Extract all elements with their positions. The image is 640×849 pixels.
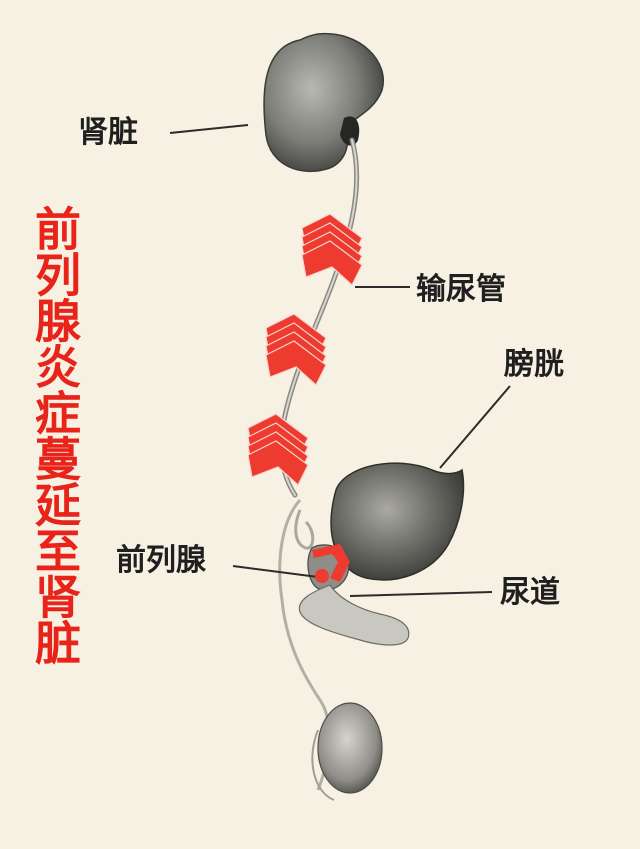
chevron-arrow bbox=[301, 240, 363, 286]
kidney-hilum bbox=[340, 116, 360, 146]
inflammation-dot bbox=[315, 569, 329, 583]
label-bladder: 膀胱 bbox=[504, 347, 564, 382]
label-urethra: 尿道 bbox=[500, 575, 560, 610]
chevron-group-lower bbox=[247, 413, 309, 486]
kidney-leader-line bbox=[169, 124, 249, 134]
chevron-arrow bbox=[247, 440, 309, 486]
ascending-infection-arrows bbox=[247, 213, 363, 486]
chevron-group-upper bbox=[301, 213, 363, 286]
kidney-shape bbox=[263, 33, 385, 173]
chevron-group-middle bbox=[265, 313, 327, 386]
label-prostate: 前列腺 bbox=[116, 543, 206, 578]
prostate-leader-line bbox=[232, 565, 319, 578]
diagram-title: 前列腺炎症蔓延至肾脏 bbox=[28, 205, 82, 665]
urethra-tube bbox=[298, 584, 410, 646]
bladder-leader-line bbox=[439, 385, 511, 469]
testis-shape bbox=[317, 702, 383, 794]
urethra-leader-line bbox=[349, 591, 493, 597]
chevron-arrow bbox=[265, 340, 327, 386]
label-kidney: 肾脏 bbox=[78, 115, 138, 150]
label-ureter: 输尿管 bbox=[416, 272, 506, 307]
bladder-shape bbox=[330, 462, 465, 581]
prostate-inflammation-arrow bbox=[312, 544, 350, 582]
